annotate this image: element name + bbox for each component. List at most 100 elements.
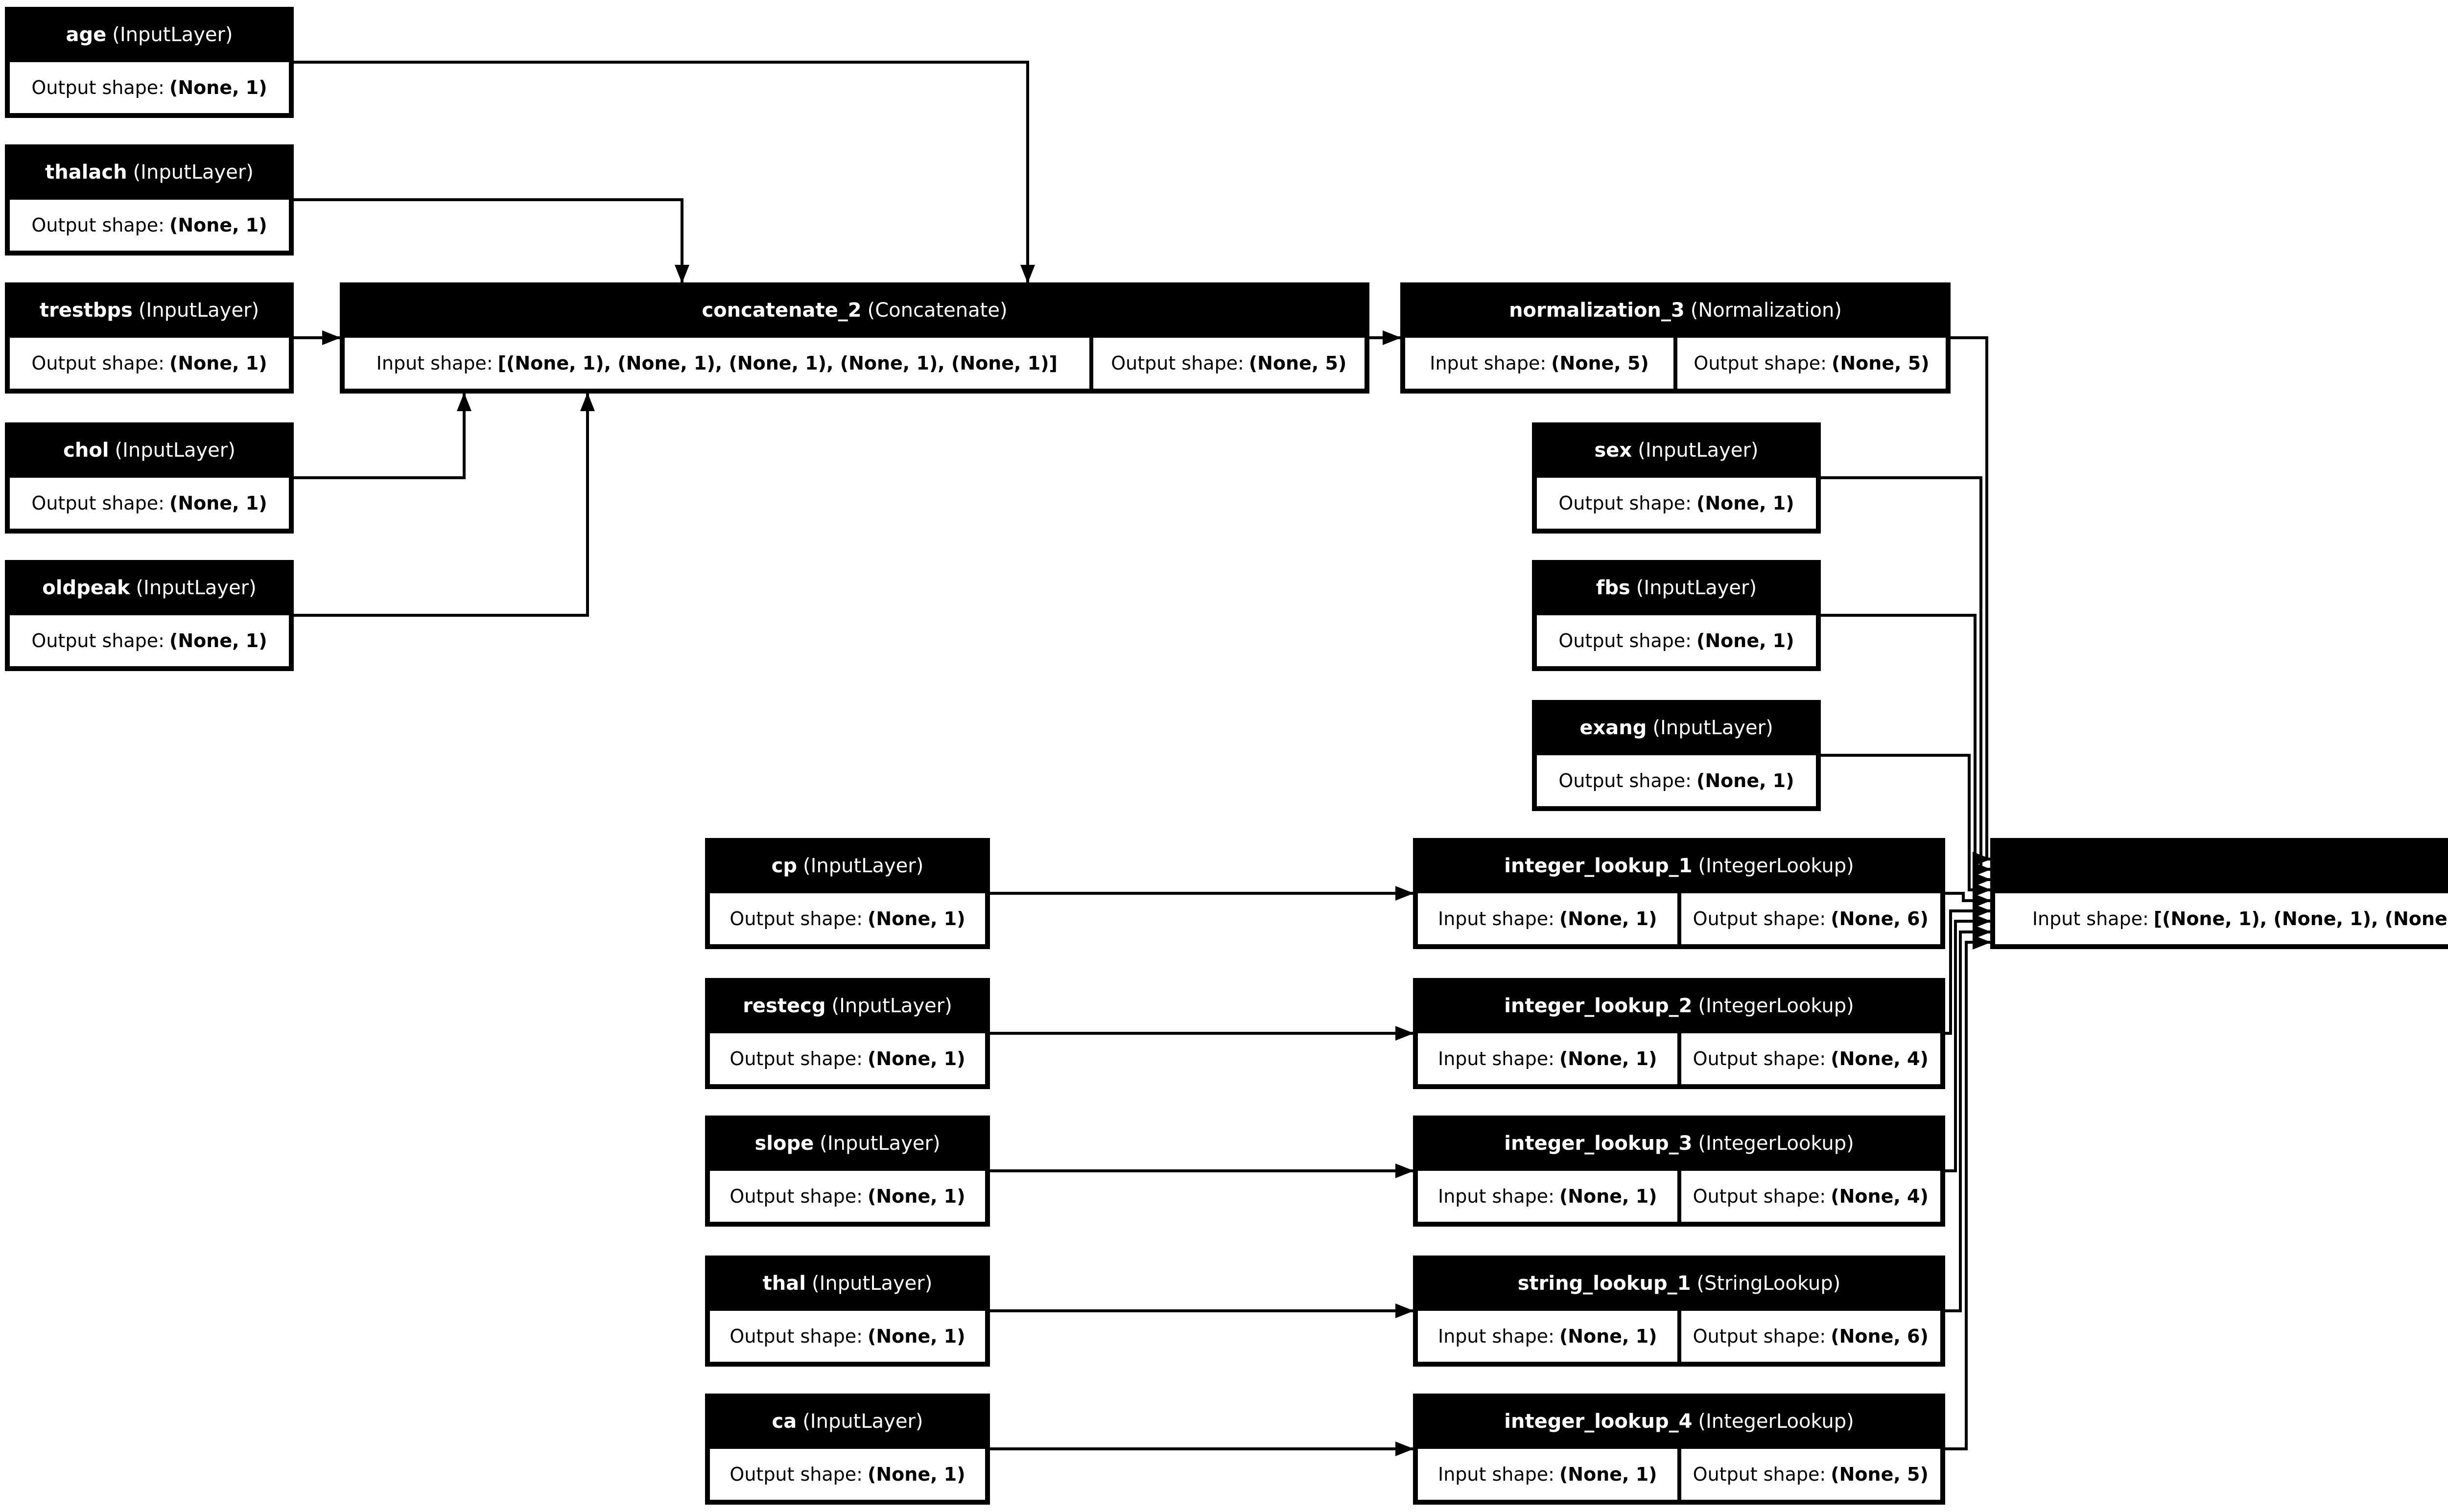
input-shape-label: Input shape: bbox=[376, 352, 493, 374]
layer-name: integer_lookup_1 bbox=[1504, 854, 1693, 877]
node-integer_lookup_1: integer_lookup_1(IntegerLookup) Input sh… bbox=[1413, 838, 1945, 949]
layer-type: (InputLayer) bbox=[1638, 439, 1759, 462]
node-ca: ca(InputLayer) Output shape:(None, 1) bbox=[705, 1394, 990, 1505]
input-shape-cell: Input shape:[(None, 1), (None, 1), (None… bbox=[1995, 893, 2448, 944]
output-shape-cell: Output shape:(None, 1) bbox=[10, 615, 289, 666]
node-chol: chol(InputLayer) Output shape:(None, 1) bbox=[5, 422, 294, 534]
node-header: trestbps(InputLayer) bbox=[5, 282, 294, 338]
output-shape-value: (None, 1) bbox=[169, 214, 267, 236]
node-header: fbs(InputLayer) bbox=[1532, 560, 1821, 615]
layer-type: (InputLayer) bbox=[1652, 716, 1773, 739]
edge-integer_lookup_1-to-concatenate_3 bbox=[1945, 892, 1991, 908]
input-shape-value: [(None, 1), (None, 1), (None, 1), (None,… bbox=[2153, 908, 2448, 930]
layer-name: thalach bbox=[45, 161, 127, 184]
node-header: chol(InputLayer) bbox=[5, 422, 294, 478]
node-concatenate_3: concatenate_3(Concatenate) Input shape:[… bbox=[1990, 838, 2448, 949]
node-thal: thal (InputLayer) Output shape:(None, 1) bbox=[705, 1256, 990, 1367]
output-shape-value: (None, 1) bbox=[867, 908, 965, 930]
output-shape-value: (None, 1) bbox=[867, 1326, 965, 1347]
output-shape-label: Output shape: bbox=[1558, 630, 1692, 651]
input-shape-cell: Input shape:[(None, 1), (None, 1), (None… bbox=[345, 338, 1089, 389]
layer-type: (IntegerLookup) bbox=[1698, 994, 1854, 1017]
output-shape-label: Output shape: bbox=[730, 1326, 863, 1347]
node-body: Output shape:(None, 1) bbox=[10, 338, 289, 389]
input-shape-label: Input shape: bbox=[1437, 1186, 1554, 1207]
input-shape-value: [(None, 1), (None, 1), (None, 1), (None,… bbox=[497, 352, 1058, 374]
output-shape-cell: Output shape:(None, 1) bbox=[1537, 755, 1816, 806]
layer-type: (Concatenate) bbox=[867, 299, 1008, 322]
output-shape-label: Output shape: bbox=[1111, 352, 1244, 374]
layer-name: thal bbox=[762, 1272, 806, 1295]
layer-type: (InputLayer) bbox=[136, 576, 257, 599]
node-body: Output shape:(None, 1) bbox=[1537, 615, 1816, 666]
output-shape-cell: Output shape:(None, 1) bbox=[1537, 478, 1816, 529]
input-shape-label: Input shape: bbox=[1430, 352, 1547, 374]
node-header: concatenate_3(Concatenate) bbox=[1990, 838, 2448, 893]
node-header: integer_lookup_3(IntegerLookup) bbox=[1413, 1116, 1945, 1171]
node-restecg: restecg(InputLayer) Output shape:(None, … bbox=[705, 978, 990, 1089]
layer-name: slope bbox=[754, 1132, 814, 1155]
output-shape-cell: Output shape:(None, 5) bbox=[1093, 338, 1365, 389]
input-shape-value: (None, 1) bbox=[1559, 1048, 1657, 1070]
node-header: thalach(InputLayer) bbox=[5, 144, 294, 200]
node-body: Input shape:[(None, 1), (None, 1), (None… bbox=[345, 338, 1365, 389]
edge-exang-to-concatenate_3 bbox=[1821, 754, 1991, 897]
output-shape-value: (None, 6) bbox=[1831, 908, 1929, 930]
node-body: Input shape:(None, 1) Output shape:(None… bbox=[1418, 1171, 1940, 1222]
output-shape-cell: Output shape:(None, 1) bbox=[710, 1311, 985, 1362]
output-shape-cell: Output shape:(None, 6) bbox=[1681, 1311, 1940, 1362]
node-integer_lookup_3: integer_lookup_3(IntegerLookup) Input sh… bbox=[1413, 1116, 1945, 1227]
input-shape-label: Input shape: bbox=[1437, 1048, 1554, 1070]
node-header: ca(InputLayer) bbox=[705, 1394, 990, 1449]
output-shape-label: Output shape: bbox=[730, 1464, 863, 1485]
input-shape-label: Input shape: bbox=[1437, 1326, 1554, 1347]
node-body: Input shape:(None, 5) Output shape:(None… bbox=[1405, 338, 1946, 389]
edge-oldpeak-to-concatenate_2 bbox=[294, 393, 595, 617]
output-shape-value: (None, 1) bbox=[867, 1048, 965, 1070]
output-shape-cell: Output shape:(None, 1) bbox=[10, 62, 289, 113]
node-exang: exang(InputLayer) Output shape:(None, 1) bbox=[1532, 700, 1821, 811]
output-shape-label: Output shape: bbox=[1693, 1048, 1826, 1070]
layer-type: (InputLayer) bbox=[115, 439, 235, 462]
layer-type: (InputLayer) bbox=[812, 1272, 933, 1295]
output-shape-cell: Output shape:(None, 4) bbox=[1681, 1033, 1940, 1084]
layer-type: (InputLayer) bbox=[831, 994, 952, 1017]
layer-type: (InputLayer) bbox=[803, 854, 924, 877]
node-integer_lookup_4: integer_lookup_4(IntegerLookup) Input sh… bbox=[1413, 1394, 1945, 1505]
output-shape-label: Output shape: bbox=[1693, 1464, 1826, 1485]
layer-name: age bbox=[66, 23, 107, 46]
edge-normalization_3-to-concatenate_3 bbox=[1951, 336, 1991, 866]
input-shape-value: (None, 1) bbox=[1559, 1186, 1657, 1207]
node-header: age(InputLayer) bbox=[5, 7, 294, 62]
output-shape-label: Output shape: bbox=[730, 1048, 863, 1070]
node-trestbps: trestbps(InputLayer) Output shape:(None,… bbox=[5, 282, 294, 394]
output-shape-cell: Output shape:(None, 1) bbox=[710, 1171, 985, 1222]
node-oldpeak: oldpeak (InputLayer) Output shape:(None, … bbox=[5, 560, 294, 671]
output-shape-value: (None, 1) bbox=[169, 352, 267, 374]
edge-thalach-to-concatenate_2 bbox=[294, 198, 689, 283]
output-shape-cell: Output shape:(None, 1) bbox=[10, 338, 289, 389]
layer-name: concatenate_2 bbox=[702, 299, 862, 322]
layer-name: integer_lookup_4 bbox=[1504, 1410, 1693, 1433]
output-shape-value: (None, 4) bbox=[1831, 1186, 1929, 1207]
layer-name: oldpeak bbox=[42, 576, 130, 599]
layer-name: restecg bbox=[743, 994, 826, 1017]
input-shape-value: (None, 5) bbox=[1551, 352, 1649, 374]
output-shape-label: Output shape: bbox=[1693, 1326, 1826, 1347]
input-shape-label: Input shape: bbox=[2032, 908, 2149, 930]
node-body: Output shape:(None, 1) bbox=[710, 893, 985, 944]
node-body: Input shape:(None, 1) Output shape:(None… bbox=[1418, 1311, 1940, 1362]
edge-integer_lookup_4-to-concatenate_3 bbox=[1945, 935, 1991, 1450]
output-shape-cell: Output shape:(None, 1) bbox=[1537, 615, 1816, 666]
node-sex: sex(InputLayer) Output shape:(None, 1) bbox=[1532, 422, 1821, 534]
output-shape-value: (None, 1) bbox=[867, 1186, 965, 1207]
layer-name: integer_lookup_3 bbox=[1504, 1132, 1693, 1155]
output-shape-label: Output shape: bbox=[31, 352, 165, 374]
node-concatenate_2: concatenate_2(Concatenate) Input shape:[… bbox=[340, 282, 1369, 394]
output-shape-cell: Output shape:(None, 1) bbox=[10, 200, 289, 251]
layer-type: (Normalization) bbox=[1690, 299, 1842, 322]
node-body: Output shape:(None, 1) bbox=[710, 1311, 985, 1362]
node-header: thal (InputLayer) bbox=[705, 1256, 990, 1311]
layer-name: integer_lookup_2 bbox=[1504, 994, 1693, 1017]
